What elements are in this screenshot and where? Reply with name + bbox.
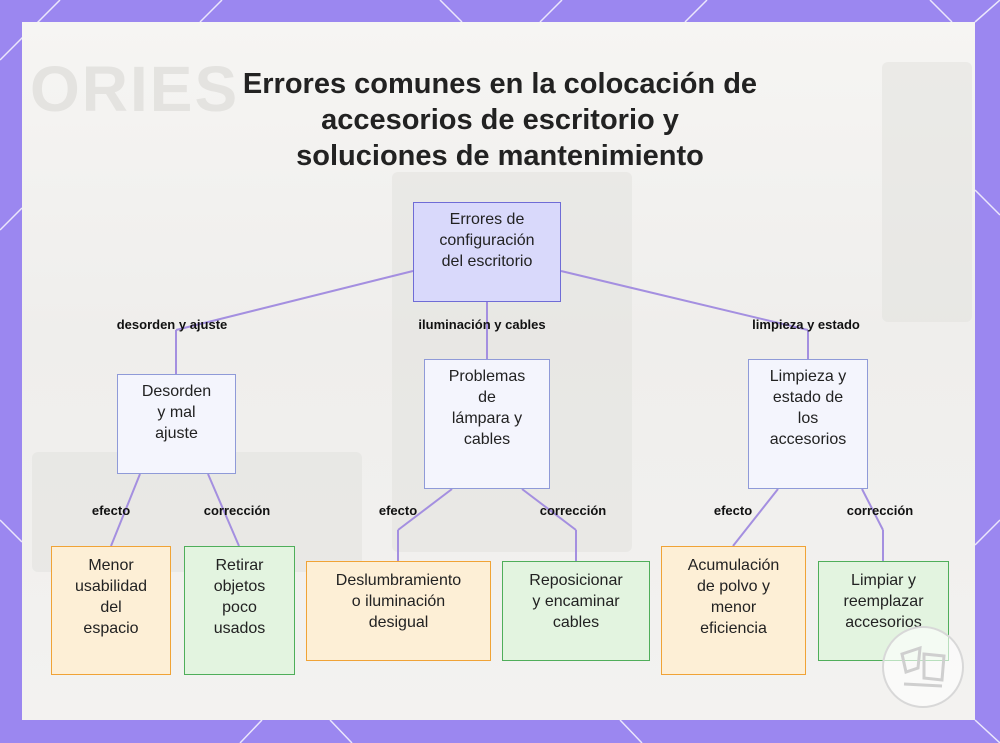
node-text: usabilidad [75, 576, 147, 597]
node-text: del escritorio [439, 251, 534, 272]
node-text: cables [529, 612, 622, 633]
category-node-clutter: Desorden y mal ajuste [117, 374, 236, 474]
node-text: menor [688, 597, 780, 618]
watermark-logo-icon [880, 624, 966, 710]
leaf-effect-usability: Menor usabilidad del espacio [51, 546, 171, 675]
node-text: objetos [214, 576, 266, 597]
node-text: ajuste [142, 423, 211, 444]
node-text: Desorden [142, 381, 211, 402]
node-text: poco [214, 597, 266, 618]
node-text: usados [214, 618, 266, 639]
edge-label: desorden y ajuste [117, 317, 228, 332]
node-text: configuración [439, 230, 534, 251]
node-text: cables [449, 429, 525, 450]
node-text: Problemas [449, 366, 525, 387]
node-text: Limpieza y [770, 366, 846, 387]
node-text: de polvo y [688, 576, 780, 597]
node-text: lámpara y [449, 408, 525, 429]
node-text: Deslumbramiento [336, 570, 461, 591]
node-text: de [449, 387, 525, 408]
edge-label: corrección [204, 503, 270, 518]
leaf-fix-remove-objects: Retirar objetos poco usados [184, 546, 295, 675]
leaf-effect-dust: Acumulación de polvo y menor eficiencia [661, 546, 806, 675]
node-text: Errores de [439, 209, 534, 230]
node-text: accesorios [770, 429, 846, 450]
node-text: espacio [75, 618, 147, 639]
category-node-cleaning: Limpieza y estado de los accesorios [748, 359, 868, 489]
leaf-effect-glare: Deslumbramiento o iluminación desigual [306, 561, 491, 661]
edge-label: efecto [379, 503, 417, 518]
edge-label: efecto [714, 503, 752, 518]
node-text: Reposicionar [529, 570, 622, 591]
node-text: Retirar [214, 555, 266, 576]
edge-label: efecto [92, 503, 130, 518]
node-text: Menor [75, 555, 147, 576]
node-text: Limpiar y [843, 570, 923, 591]
node-text: reemplazar [843, 591, 923, 612]
category-node-lamp-cables: Problemas de lámpara y cables [424, 359, 550, 489]
node-text: y encaminar [529, 591, 622, 612]
root-node: Errores de configuración del escritorio [413, 202, 561, 302]
edge-label: iluminación y cables [418, 317, 545, 332]
node-text: Acumulación [688, 555, 780, 576]
leaf-fix-route-cables: Reposicionar y encaminar cables [502, 561, 650, 661]
edge-label: corrección [847, 503, 913, 518]
edge-label: limpieza y estado [752, 317, 860, 332]
node-text: desigual [336, 612, 461, 633]
node-text: los [770, 408, 846, 429]
node-text: del [75, 597, 147, 618]
node-text: eficiencia [688, 618, 780, 639]
node-text: y mal [142, 402, 211, 423]
node-text: o iluminación [336, 591, 461, 612]
node-text: estado de [770, 387, 846, 408]
edge-label: corrección [540, 503, 606, 518]
